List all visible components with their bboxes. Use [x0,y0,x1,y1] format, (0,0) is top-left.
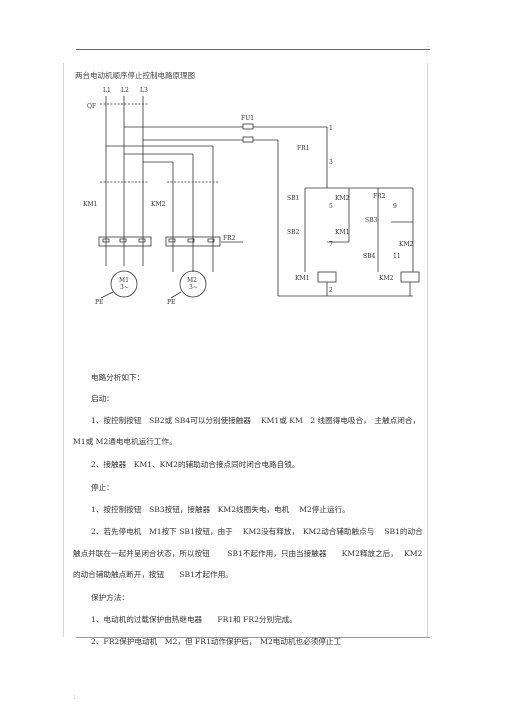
paragraph: 电路分析如下： [91,373,145,382]
motors [100,270,207,299]
paragraph: 保护方法： [91,593,129,602]
svg-text:M2: M2 [187,277,197,284]
circuit-diagram: L1 L2 L3 QF FU1 KM1 KM2 FR2 M1 3~ M2 3~ … [83,87,420,306]
paragraph: 2、FR2保护电动机 M2，但 FR1动作保护后， M2电动机也必须停止工 [91,637,342,646]
svg-text:FU1: FU1 [241,115,254,122]
paragraph: 2、若先停电机 M1按下 SB1按钮，由于 KM2没有释放， KM2动合辅助触点… [91,527,423,536]
svg-text:PE: PE [95,299,103,306]
svg-text:KM1: KM1 [83,201,97,208]
paragraph: 1、按控制按钮 SB2或 SB4可以分别使接触器 KM1或 KM 2 线圈得电吸… [91,416,421,425]
svg-text:QF: QF [87,103,96,110]
frame-left [63,63,64,637]
paragraph: M1或 M2通电电机运行工作。 [73,437,177,446]
svg-text:1: 1 [329,125,333,132]
svg-text:L3: L3 [140,87,148,94]
svg-text:SB1: SB1 [287,195,299,202]
svg-text:9: 9 [393,203,397,210]
svg-text:3~: 3~ [120,284,129,291]
svg-text:2: 2 [329,287,333,294]
svg-text:KM1: KM1 [295,275,309,282]
frame-right [427,63,428,637]
svg-text:L2: L2 [121,87,129,94]
svg-text:7: 7 [329,241,333,248]
svg-text:KM1: KM1 [335,229,349,236]
paragraph: 停止： [91,483,114,492]
page-rule-bottom [76,637,430,638]
paragraph: 1、按控制按钮 SB3按钮，接触器 KM2线圈失电，电机 M2停止运行。 [91,505,350,514]
svg-text:KM2: KM2 [379,275,394,282]
svg-text:SB2: SB2 [287,229,300,236]
svg-text:KM2: KM2 [335,195,350,202]
svg-text:5: 5 [329,203,333,210]
svg-text:3~: 3~ [189,284,198,291]
document-title: 两台电动机顺序停止控制电路原理图 [75,71,195,80]
svg-text:3: 3 [329,159,333,166]
labels: L1 L2 L3 QF FU1 KM1 KM2 FR2 M1 3~ M2 3~ … [83,87,414,306]
thermal-relays [98,236,221,247]
power-lines [100,96,243,272]
paragraph: 启动： [91,394,114,403]
svg-text:SB4: SB4 [363,253,376,260]
control-circuit [304,127,420,296]
corner-mark-bottom: : [73,692,76,701]
svg-text:FR1: FR1 [297,145,310,152]
paragraph: 触点并联在一起并呈闭合状态，所以按钮 SB1不起作用，只由当接触器 KM2释放之… [73,549,423,558]
paragraph: 1、电动机的过载保护由热继电器 FR1和 FR2分别完成。 [91,615,297,624]
svg-text:KM2: KM2 [399,241,414,248]
svg-text:FR2: FR2 [223,235,236,242]
svg-text:FR2: FR2 [373,193,386,200]
svg-text:KM2: KM2 [151,201,166,208]
paragraph: 2、接触器 KM1、KM2的辅助动合接点同时闭合电路自锁。 [91,460,300,469]
svg-text:M1: M1 [119,277,129,284]
page-rule-top [76,49,430,50]
svg-text:L1: L1 [103,87,111,94]
svg-text:SB3: SB3 [365,217,378,224]
svg-text:11: 11 [393,253,401,260]
svg-text:PE: PE [167,299,175,306]
paragraph: 的动合辅助触点断开，按钮 SB1才起作用。 [73,570,233,579]
fuse [242,123,413,297]
corner-mark-top: . [427,42,429,49]
